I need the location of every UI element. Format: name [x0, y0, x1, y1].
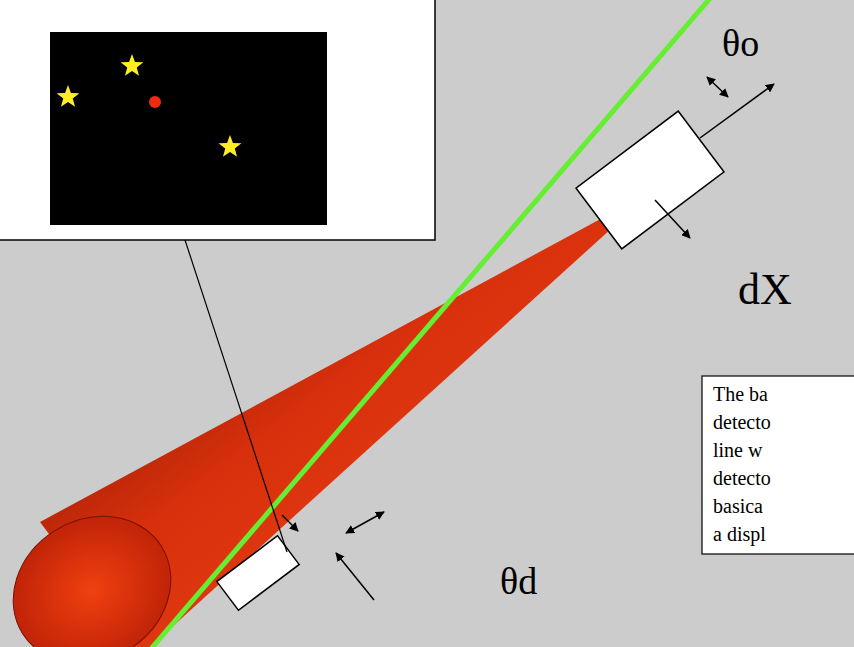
note-text: detecto	[713, 468, 771, 488]
angle-arrow	[707, 77, 728, 97]
star	[121, 54, 144, 76]
angle-label: θd	[500, 562, 537, 600]
cone-base	[0, 487, 199, 647]
normal-arrow	[700, 84, 774, 138]
note-text: a displ	[713, 524, 766, 544]
object-box	[576, 111, 724, 249]
note-text: basica	[713, 496, 763, 516]
note-text: The ba	[713, 384, 768, 404]
note-text: detecto	[713, 412, 771, 432]
star	[219, 135, 242, 157]
shift-arrow	[655, 200, 690, 238]
dimension-label: dX	[738, 268, 792, 312]
inset-screen	[50, 32, 327, 225]
detector-box	[217, 536, 299, 610]
angle-arrow	[346, 512, 384, 533]
note-box	[702, 376, 854, 554]
angle-label: θo	[722, 24, 759, 62]
leader-line	[185, 240, 287, 552]
star	[57, 85, 80, 107]
beam-spot	[149, 96, 161, 108]
angle-arrow	[336, 553, 374, 600]
angle-arrow	[282, 515, 298, 531]
note-text: line w	[713, 440, 762, 460]
inset-panel	[0, 0, 435, 240]
